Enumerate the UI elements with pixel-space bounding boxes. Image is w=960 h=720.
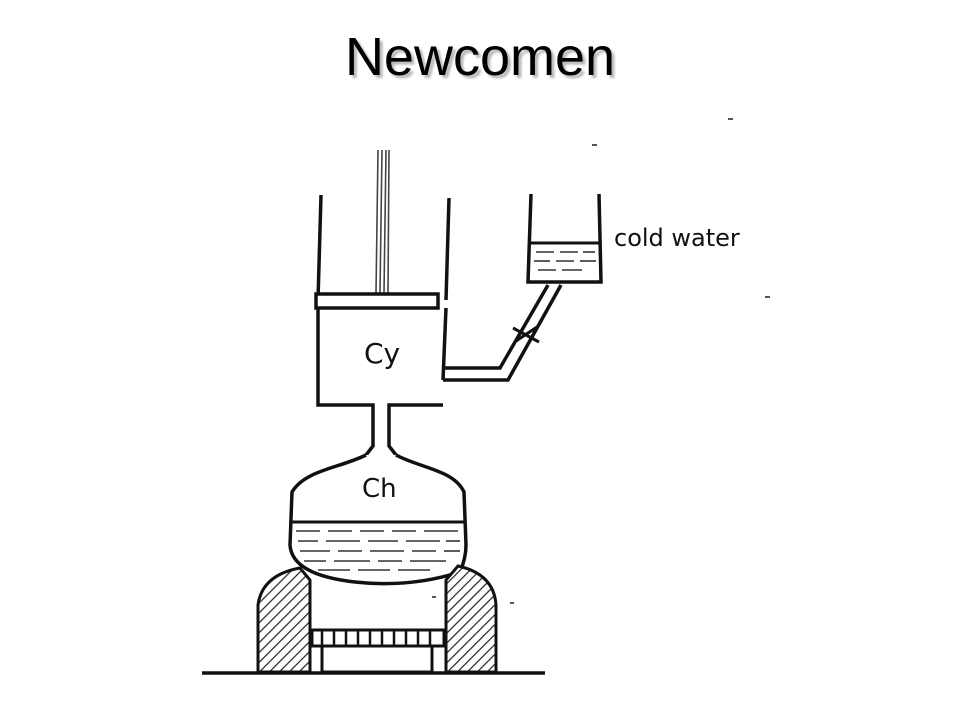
slide-title: Newcomen (344, 27, 616, 87)
chamber-label: Ch (362, 474, 397, 504)
cold-water-tank (526, 193, 603, 284)
piston (314, 292, 440, 310)
fire-grate-bars (320, 630, 432, 646)
cylinder-label: Cy (364, 337, 400, 370)
scan-specks (432, 118, 770, 604)
cold-water-label: cold water (614, 224, 740, 252)
furnace-right-brickwork (444, 564, 498, 674)
fire-grate (310, 628, 446, 648)
ash-pit (320, 644, 434, 674)
piston-rod (375, 149, 390, 294)
injection-pipe (443, 284, 563, 382)
injection-valve (512, 325, 540, 344)
cylinder-body (316, 307, 448, 457)
cylinder-walls (316, 194, 451, 301)
boiler-water (291, 520, 465, 571)
furnace-left-brickwork (256, 566, 312, 674)
furnace (256, 564, 498, 674)
